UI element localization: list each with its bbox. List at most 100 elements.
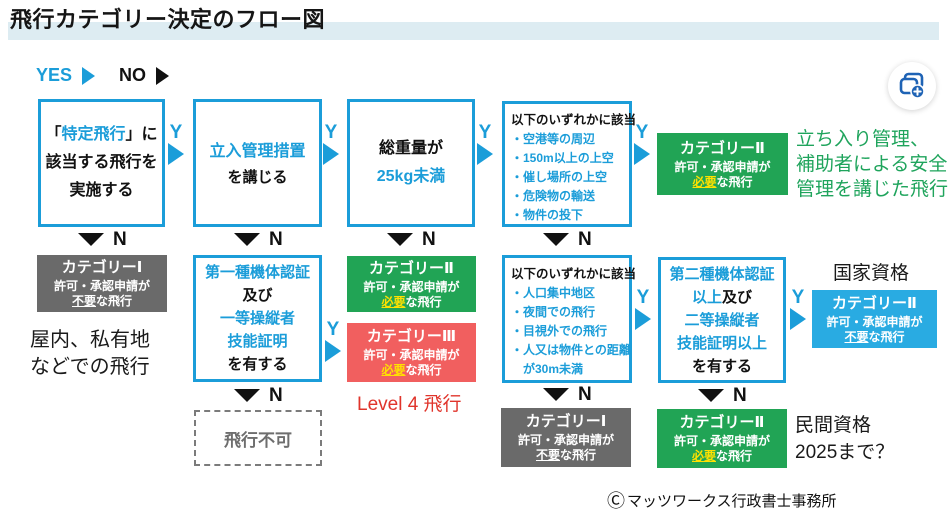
yes-arrow-icon: [82, 66, 96, 85]
category-line: 不要な飛行: [844, 329, 905, 344]
n-label: N: [578, 229, 592, 250]
category-line: 必要な飛行: [381, 294, 442, 309]
y-label: Y: [635, 122, 649, 143]
arrow-down-icon: [543, 233, 569, 246]
question-restricted-flight-box: 以下のいずれかに該当 ・人口集中地区 ・夜間での飛行 ・目視外での飛行 ・人又は…: [502, 255, 637, 383]
list-item: が30m未満: [511, 362, 584, 376]
arrow-down-icon: [234, 233, 260, 246]
question-line: 第一種機体認証: [204, 264, 310, 281]
no-branch-marker: N: [543, 230, 592, 249]
list-item: ・催し場所の上空: [511, 170, 608, 184]
y-label: Y: [324, 122, 338, 143]
managed-entry-note: 立ち入り管理、 補助者による安全 管理を講じた飛行: [796, 129, 949, 200]
arrow-down-icon: [543, 388, 569, 401]
yes-branch-marker: Y: [323, 123, 339, 165]
n-label: N: [269, 385, 283, 406]
no-branch-marker: N: [234, 386, 283, 405]
page-title: 飛行カテゴリー決定のフロー図: [10, 7, 326, 32]
n-label: N: [578, 384, 592, 405]
question-line: 第二種機体認証: [669, 265, 775, 283]
list-header: 以下のいずれかに該当: [511, 267, 637, 281]
category2-required-box: カテゴリーⅡ 許可・承認申請が 必要な飛行: [347, 256, 476, 312]
no-branch-marker: N: [698, 386, 747, 405]
copyright-icon: Ⓒ: [607, 491, 625, 511]
category2-not-required-box: カテゴリーⅡ 許可・承認申請が 不要な飛行: [812, 290, 937, 348]
category-title: カテゴリーⅡ: [369, 259, 454, 277]
list-item: ・150m以上の上空: [511, 151, 614, 165]
copy-plus-icon: [899, 72, 925, 99]
category1-result-box: カテゴリーⅠ 許可・承認申請が 不要な飛行: [37, 255, 167, 312]
private-qualification-note: 民間資格 2025まで？: [795, 415, 895, 463]
question-line: 総重量が: [378, 140, 443, 157]
category-line: 必要な飛行: [692, 174, 753, 189]
y-label: Y: [169, 122, 183, 143]
arrow-right-icon: [325, 340, 341, 362]
question-class2-certification-box: 第二種機体認証 以上及び 二等操縦者 技能証明以上 を有する: [658, 257, 786, 383]
question-class1-certification-box: 第一種機体認証 及び 一等操縦者 技能証明 を有する: [193, 255, 322, 382]
question-line: 技能証明以上: [676, 334, 767, 352]
question-line: 立入管理措置: [209, 142, 306, 160]
question-line: 「特定飛行」に: [45, 126, 158, 143]
question-line: 及び: [242, 287, 273, 304]
question-line: を有する: [691, 357, 752, 375]
question-line: 以上及び: [691, 288, 753, 306]
category2-required-box: カテゴリーⅡ 許可・承認申請が 必要な飛行: [657, 409, 787, 468]
flight-prohibited-label: 飛行不可: [224, 430, 292, 450]
pages-add-button[interactable]: [888, 62, 936, 110]
question-special-airspace-box: 以下のいずれかに該当 ・空港等の周辺 ・150m以上の上空 ・催し場所の上空 ・…: [502, 101, 636, 227]
yes-branch-marker: Y: [635, 288, 651, 330]
category-line: 許可・承認申請が: [826, 314, 923, 329]
yes-branch-marker: Y: [634, 123, 650, 165]
arrow-down-icon: [234, 389, 260, 402]
question-entry-management-box: 立入管理措置 を講じる: [193, 99, 322, 227]
category-title: カテゴリーⅠ: [61, 259, 143, 276]
national-qualification-note: 国家資格: [833, 263, 910, 284]
legend-yes-label: YES: [36, 65, 73, 85]
n-label: N: [733, 385, 747, 406]
question-line: 実施する: [69, 182, 134, 199]
n-label: N: [269, 229, 283, 250]
category-line: 許可・承認申請が: [674, 159, 771, 174]
arrow-right-icon: [323, 143, 339, 165]
legend-no-label: NO: [119, 65, 147, 85]
yes-branch-marker: Y: [325, 320, 341, 362]
category-title: カテゴリーⅠ: [525, 413, 607, 430]
copyright-name: マッツワークス行政書士事務所: [627, 493, 837, 510]
list-item: ・危険物の輸送: [511, 189, 596, 203]
arrow-down-icon: [698, 389, 724, 402]
arrow-down-icon: [78, 233, 104, 246]
category-title: カテゴリーⅡ: [832, 294, 917, 312]
title-band: [8, 22, 939, 40]
category-line: 許可・承認申請が: [363, 348, 460, 362]
question-line: を有する: [227, 356, 288, 373]
y-label: Y: [791, 287, 805, 308]
list-item: ・空港等の周辺: [511, 132, 596, 146]
no-branch-marker: N: [78, 230, 127, 249]
yes-branch-marker: Y: [477, 123, 493, 165]
y-label: Y: [478, 122, 492, 143]
no-branch-marker: N: [387, 230, 436, 249]
category-line: 許可・承認申請が: [363, 279, 460, 294]
question-tokutei-hikou-box: 「特定飛行」に 該当する飛行を 実施する: [38, 99, 165, 227]
question-line: 該当する飛行を: [45, 154, 158, 171]
no-arrow-icon: [156, 66, 170, 85]
y-label: Y: [326, 319, 340, 340]
category-title: カテゴリーⅡ: [679, 414, 765, 431]
indoor-private-land-note: 屋内、私有地 などでの飛行: [30, 329, 150, 378]
legend: YES NO: [36, 65, 170, 86]
n-label: N: [113, 229, 127, 250]
n-label: N: [422, 229, 436, 250]
y-label: Y: [636, 287, 650, 308]
category3-required-box: カテゴリーⅢ 許可・承認申請が 必要な飛行: [347, 323, 476, 382]
arrow-down-icon: [387, 233, 413, 246]
question-line: 25kg未満: [376, 168, 446, 185]
yes-branch-marker: Y: [790, 288, 806, 330]
arrow-right-icon: [790, 308, 806, 330]
category-title: カテゴリーⅢ: [366, 328, 457, 345]
list-item: ・目視外での飛行: [511, 324, 608, 338]
list-item: ・人又は物件との距離: [511, 343, 631, 357]
arrow-right-icon: [477, 143, 493, 165]
category2-required-box: カテゴリーⅡ 許可・承認申請が 必要な飛行: [657, 133, 788, 195]
